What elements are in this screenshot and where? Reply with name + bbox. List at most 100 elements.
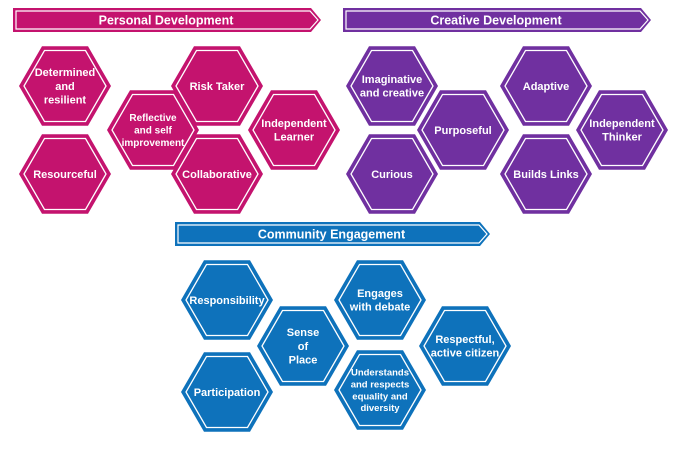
hexagon-shape: [181, 260, 273, 340]
hexagon-inner-border: [350, 49, 434, 123]
hexagon-shape: [107, 90, 199, 170]
hexagon-inner-border: [111, 93, 195, 167]
hexagon-label-line: Place: [289, 355, 318, 367]
banner-creative-development: Creative Development: [343, 8, 651, 32]
hexagon-inner-border: [261, 309, 345, 383]
hexagon-label-line: with debate: [349, 302, 411, 314]
hexagon-inner-border: [175, 137, 259, 211]
hexagon-groups: DeterminedandresilientResourcefulReflect…: [19, 46, 668, 432]
hexagon-shape: [257, 306, 349, 386]
hexagon-determined-and-resilient: Determined and resilient: [19, 46, 111, 126]
hexagon-label-line: Collaborative: [182, 169, 252, 181]
section-banners: Personal Development Creative Development…: [13, 8, 651, 246]
hexagon-shape: [500, 134, 592, 214]
hexagon-risk-taker: Risk Taker: [171, 46, 263, 126]
hexagon-label-line: Determined: [35, 67, 96, 79]
hexagon-label-line: of: [298, 341, 309, 353]
hexagon-label-line: Independent: [589, 118, 655, 130]
banner-community-engagement: Community Engagement: [175, 222, 490, 246]
banner-inner-border: [15, 10, 319, 30]
hexagon-shape: [334, 260, 426, 340]
hexagon-label-line: Risk Taker: [190, 81, 246, 93]
hexagon-inner-border: [23, 49, 107, 123]
hexagon-label-line: Respectful,: [435, 334, 494, 346]
hexagon-shape: [171, 134, 263, 214]
hexagon-imaginative-and-creative: Imaginative and creative: [346, 46, 438, 126]
banner-inner-border: [177, 224, 488, 244]
banner-personal-development: Personal Development: [13, 8, 321, 32]
hexagon-shape: [346, 134, 438, 214]
hexagon-inner-border: [350, 137, 434, 211]
hexagon-label-line: improvement: [122, 138, 185, 149]
hexagon-resourceful: Resourceful: [19, 134, 111, 214]
hexagon-builds-links: Builds Links: [500, 134, 592, 214]
hexagon-shape: [181, 352, 273, 432]
hexagon-collaborative: Collaborative: [171, 134, 263, 214]
hexagon-label-line: Adaptive: [523, 81, 569, 93]
hexagon-label-line: diversity: [360, 403, 400, 414]
hexagon-label-line: Imaginative: [362, 74, 423, 86]
hexagon-label-line: and: [55, 81, 75, 93]
hexagon-label-line: equality and: [352, 391, 408, 402]
hexagon-shape: [417, 90, 509, 170]
hexagon-inner-border: [252, 93, 336, 167]
hexagon-inner-border: [504, 49, 588, 123]
banner-arrow-shape: [343, 8, 651, 32]
hexagon-label-line: Reflective: [129, 113, 177, 124]
hexagon-label-line: and self: [134, 126, 172, 137]
hexagon-purposeful: Purposeful: [417, 90, 509, 170]
banner-inner-border: [345, 10, 649, 30]
hexagon-inner-border: [504, 137, 588, 211]
hexagon-inner-border: [175, 49, 259, 123]
banner-title: Creative Development: [430, 14, 562, 28]
hexagon-responsibility: Responsibility: [181, 260, 273, 340]
hexagon-label-line: Responsibility: [189, 295, 265, 307]
hexagon-label-line: and creative: [360, 88, 424, 100]
hexagon-label-line: resilient: [44, 95, 87, 107]
hexagon-shape: [500, 46, 592, 126]
hexagon-inner-border: [421, 93, 505, 167]
hexagon-shape: [346, 46, 438, 126]
hexagon-inner-border: [23, 137, 107, 211]
hexagon-inner-border: [185, 355, 269, 429]
hexagon-inner-border: [338, 263, 422, 337]
hexagon-inner-border: [580, 93, 664, 167]
hexagon-inner-border: [338, 353, 422, 427]
hexagon-shape: [419, 306, 511, 386]
hexagon-label-line: Learner: [274, 132, 315, 144]
banner-title: Personal Development: [99, 14, 235, 28]
hexagon-curious: Curious: [346, 134, 438, 214]
banner-arrow-shape: [175, 222, 490, 246]
hexagon-label-line: Understands: [351, 368, 409, 379]
hex-group-personal-development: DeterminedandresilientResourcefulReflect…: [19, 46, 340, 214]
hexagon-label-line: active citizen: [431, 348, 500, 360]
hexagon-label-line: Sense: [287, 327, 319, 339]
hexagon-shape: [334, 350, 426, 430]
hexagon-inner-border: [423, 309, 507, 383]
hexagon-shape: [171, 46, 263, 126]
hexagon-label-line: Curious: [371, 169, 413, 181]
hexagon-participation: Participation: [181, 352, 273, 432]
hexagon-label-line: Independent: [261, 118, 327, 130]
hexagon-respectful-active-citizen: Respectful, active citizen: [419, 306, 511, 386]
hexagon-shape: [576, 90, 668, 170]
hexagon-shape: [19, 134, 111, 214]
hexagon-label-line: and respects: [351, 379, 410, 390]
hexagon-label-line: Participation: [194, 387, 261, 399]
hexagon-adaptive: Adaptive: [500, 46, 592, 126]
hexagon-label-line: Purposeful: [434, 125, 491, 137]
banner-title: Community Engagement: [258, 228, 406, 242]
hexagon-label-line: Thinker: [602, 132, 642, 144]
hexagon-shape: [19, 46, 111, 126]
hexagon-shape: [248, 90, 340, 170]
hexagon-inner-border: [185, 263, 269, 337]
